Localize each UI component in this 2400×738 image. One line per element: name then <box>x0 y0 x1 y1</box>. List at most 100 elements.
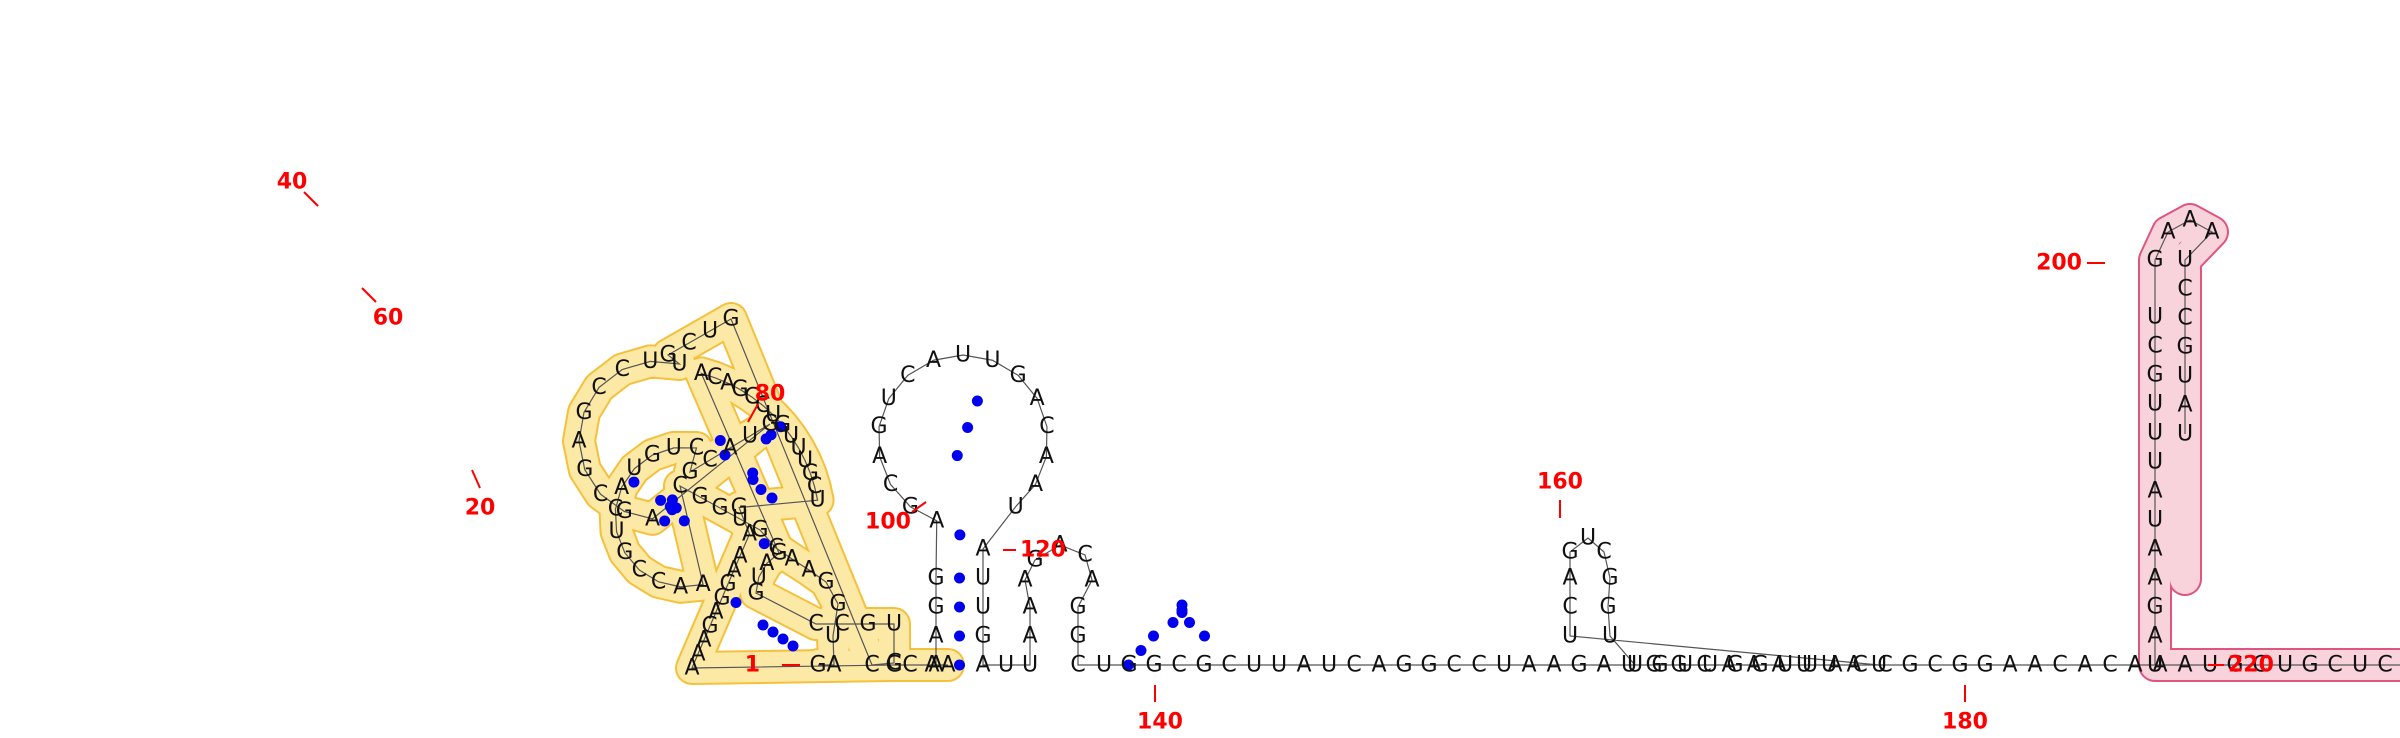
nucleotide-149: U <box>1796 653 1812 678</box>
nucleotide-95: A <box>926 348 941 373</box>
nucleotide-10: U <box>732 507 748 532</box>
nucleotide-134: G <box>1420 653 1437 678</box>
nucleotide-147: A <box>1746 653 1761 678</box>
nucleotide-30: G <box>761 412 778 437</box>
nucleotide-20: C <box>608 497 623 522</box>
nucleotide-178: A <box>2027 653 2042 678</box>
nucleotide-67: C <box>807 474 822 499</box>
nucleotide-58: G <box>731 377 748 402</box>
nucleotide-132: A <box>1371 653 1386 678</box>
base-pair-dot <box>954 601 965 613</box>
nucleotide-216: C <box>2177 277 2192 302</box>
nucleotide-64: U <box>791 436 807 461</box>
nucleotide-102: A <box>1028 472 1043 497</box>
nucleotide-82: A <box>924 653 939 678</box>
nucleotide-190: C <box>2327 653 2342 678</box>
position-label-20: 20 <box>465 496 496 521</box>
base-pair-dot <box>659 515 671 527</box>
nucleotide-156: G <box>1561 540 1578 565</box>
nucleotide-166: G <box>1726 653 1743 678</box>
nucleotide-35: A <box>571 429 586 454</box>
nucleotide-73: G <box>719 572 736 597</box>
base-pair-dot <box>1123 659 1134 671</box>
position-label-40: 40 <box>277 170 308 195</box>
nucleotide-199: A <box>2147 624 2162 649</box>
nucleotide-110: U <box>1022 653 1038 678</box>
nucleotide-61: U <box>765 402 781 427</box>
nucleotide-186: G <box>2226 653 2243 678</box>
nucleotide-32: G <box>616 499 633 524</box>
nucleotide-79: A <box>684 656 699 681</box>
nucleotide-167: G <box>1751 653 1768 678</box>
position-label-180: 180 <box>1942 710 1988 735</box>
position-label-1: 1 <box>745 653 760 678</box>
nucleotide-68: U <box>810 488 826 513</box>
base-pair-dot <box>1184 617 1195 628</box>
nucleotide-212: A <box>2160 220 2175 245</box>
base-pair-dot <box>1148 630 1159 642</box>
nucleotide-6: A <box>801 558 816 583</box>
nucleotide-145: C <box>1696 653 1711 678</box>
nucleotide-83: A <box>940 653 955 678</box>
nucleotide-37: C <box>591 375 606 400</box>
nucleotide-57: A <box>720 370 735 395</box>
nucleotide-107: G <box>974 624 991 649</box>
base-pair-dot <box>1135 645 1147 656</box>
base-pair-dot <box>1199 630 1210 642</box>
nucleotide-192: C <box>2377 653 2392 678</box>
nucleotide-182: A <box>2127 653 2142 678</box>
position-label-80: 80 <box>755 382 786 407</box>
nucleotide-207: U <box>2147 392 2163 417</box>
nucleotide-38: C <box>615 357 630 382</box>
nucleotide-18: G <box>616 540 633 565</box>
nucleotide-175: G <box>1951 653 1968 678</box>
position-tick-40 <box>303 191 319 207</box>
nucleotide-34: G <box>576 457 593 482</box>
nucleotide-12: G <box>691 485 708 510</box>
nucleotide-162: U <box>1627 653 1643 678</box>
nucleotide-130: U <box>1321 653 1337 678</box>
nucleotide-217: C <box>2177 306 2192 331</box>
nucleotide-91: A <box>872 444 887 469</box>
nucleotide-60: C <box>755 393 770 418</box>
nucleotide-80: G <box>885 653 902 678</box>
nucleotide-164: U <box>1677 653 1693 678</box>
nucleotide-220: A <box>2177 393 2192 418</box>
nucleotide-168: U <box>1777 653 1793 678</box>
base-pair-dot <box>714 435 726 447</box>
nucleotide-layer: GAUGGAACGUGGCAACCGUCAUGUCGCAUGAGCGAGCCUU… <box>571 208 2392 681</box>
nucleotide-141: A <box>1596 653 1611 678</box>
nucleotide-4: G <box>829 592 846 617</box>
nucleotide-7: A <box>784 547 799 572</box>
position-label-140: 140 <box>1137 710 1183 735</box>
nucleotide-198: U <box>2147 653 2163 678</box>
backbone-layer <box>578 219 2400 669</box>
position-tick-60 <box>361 287 377 303</box>
nucleotide-205: U <box>2147 450 2163 475</box>
nucleotide-2: A <box>826 653 841 678</box>
nucleotide-180: A <box>2077 653 2092 678</box>
base-pair-dot <box>1167 617 1179 628</box>
nucleotide-213: A <box>2182 208 2197 233</box>
nucleotide-53: A <box>759 551 774 576</box>
nucleotide-174: C <box>1927 653 1942 678</box>
nucleotide-184: A <box>2177 653 2192 678</box>
nucleotide-140: G <box>1570 653 1587 678</box>
nucleotide-21: A <box>614 475 629 500</box>
nucleotide-33: C <box>593 482 608 507</box>
nucleotide-200: G <box>2146 595 2163 620</box>
nucleotide-50: C <box>808 612 823 637</box>
nucleotide-75: A <box>708 600 723 625</box>
nucleotide-28: A <box>722 436 737 461</box>
nucleotide-109: U <box>998 653 1014 678</box>
nucleotide-191: U <box>2352 653 2368 678</box>
nucleotide-106: U <box>975 595 991 620</box>
nucleotide-159: G <box>1601 566 1618 591</box>
nucleotide-13: C <box>672 474 687 499</box>
nucleotide-112: A <box>1022 595 1037 620</box>
base-pair-dot <box>951 450 963 462</box>
nucleotide-90: C <box>883 472 898 497</box>
nucleotide-158: C <box>1596 540 1611 565</box>
nucleotide-170: A <box>1827 653 1842 678</box>
nucleotide-171: C <box>1852 653 1867 678</box>
